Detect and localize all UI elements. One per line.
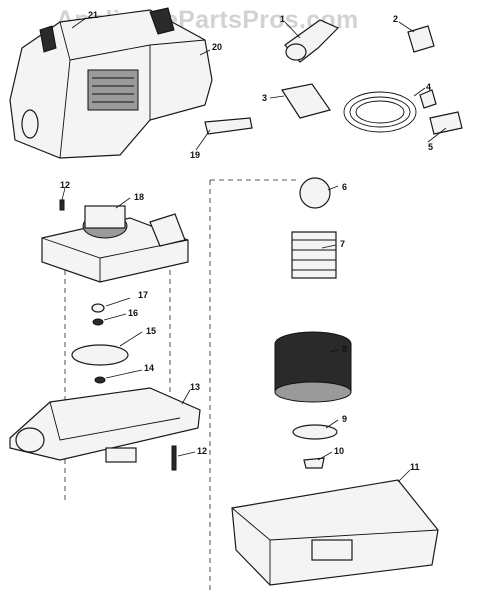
callout-6: 6 <box>342 182 348 192</box>
callout-13: 13 <box>190 382 201 392</box>
callout-7: 7 <box>340 239 346 249</box>
callout-21: 21 <box>88 10 99 20</box>
callout-15: 15 <box>146 326 157 336</box>
lock-washer <box>94 376 106 384</box>
callout-12-top: 12 <box>60 180 71 190</box>
cartridge-filter <box>274 331 352 403</box>
callout-4: 4 <box>426 82 432 92</box>
leader-lines <box>61 17 447 483</box>
vacuum-lid <box>9 387 201 463</box>
callout-18: 18 <box>134 192 145 202</box>
callout-20: 20 <box>212 42 223 52</box>
motor-head-housing <box>9 7 213 159</box>
collection-drum <box>231 479 439 586</box>
callout-14: 14 <box>144 363 155 373</box>
crevice-tool <box>281 83 331 119</box>
screw <box>171 445 177 471</box>
nut <box>91 303 105 313</box>
callout-8: 8 <box>342 344 348 354</box>
callout-1: 1 <box>280 14 286 24</box>
hose-connector <box>429 111 463 135</box>
screw-top <box>59 199 65 211</box>
filter-retainer <box>292 424 338 440</box>
float-cage <box>291 231 337 279</box>
callout-9: 9 <box>342 414 348 424</box>
callout-2: 2 <box>393 14 399 24</box>
vacuum-hose <box>343 89 437 133</box>
hose-adapter <box>407 25 435 53</box>
motor-assembly <box>41 205 189 283</box>
alignment-line-center <box>209 179 300 590</box>
callout-3: 3 <box>262 93 268 103</box>
callout-10: 10 <box>334 446 345 456</box>
diffuser-plate <box>71 344 129 366</box>
utility-nozzle <box>284 19 340 63</box>
carry-handle <box>204 117 253 135</box>
callout-11: 11 <box>410 462 420 472</box>
callout-5: 5 <box>428 142 434 152</box>
callout-19: 19 <box>190 150 201 160</box>
retainer-nut <box>303 457 325 469</box>
callout-16: 16 <box>128 308 139 318</box>
washer <box>92 318 104 326</box>
callout-12-bottom: 12 <box>197 446 208 456</box>
callout-17: 17 <box>138 290 149 300</box>
float-ball <box>299 177 331 209</box>
